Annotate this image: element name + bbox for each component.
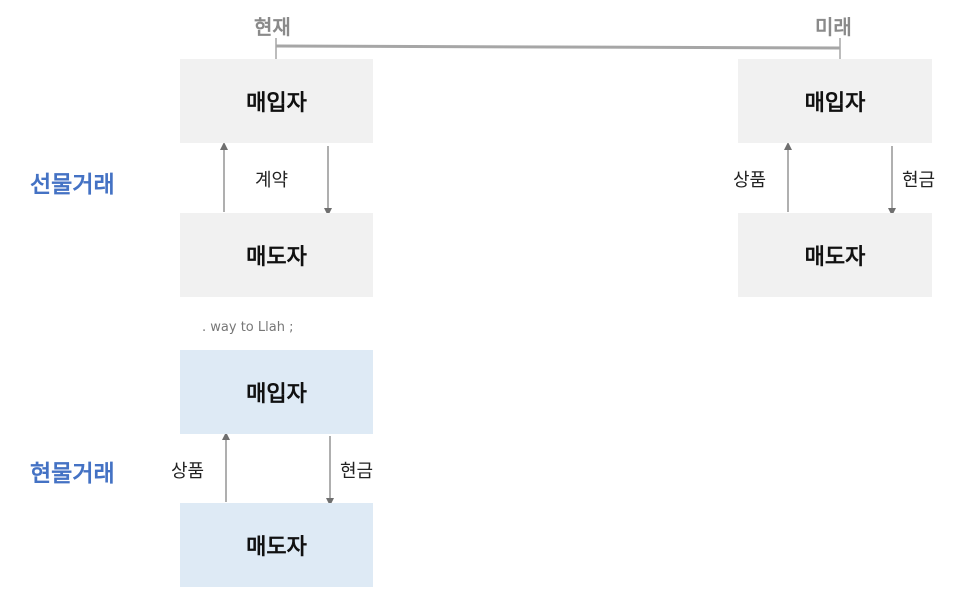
spot-cash-label: 현금	[340, 461, 374, 482]
timeline-now-label: 현재	[254, 15, 291, 39]
spot-buyer-box: 매입자	[180, 350, 373, 434]
spot-seller-box: 매도자	[180, 503, 373, 587]
futures-now-seller-box: 매도자	[180, 213, 373, 297]
spot-goods-label: 상품	[171, 461, 205, 482]
futures-now-buyer-box: 매입자	[180, 59, 373, 143]
futures-goods-label: 상품	[733, 170, 767, 191]
futures-cash-label: 현금	[902, 170, 936, 191]
timeline-line	[275, 44, 841, 50]
futures-future-seller-box: 매도자	[738, 213, 932, 297]
futures-section-label: 선물거래	[30, 172, 115, 198]
stray-text: . way to Llah ;	[202, 320, 294, 335]
timeline-future-label: 미래	[815, 15, 852, 39]
futures-future-buyer-box: 매입자	[738, 59, 932, 143]
contract-label: 계약	[255, 170, 289, 191]
spot-section-label: 현물거래	[30, 461, 115, 487]
